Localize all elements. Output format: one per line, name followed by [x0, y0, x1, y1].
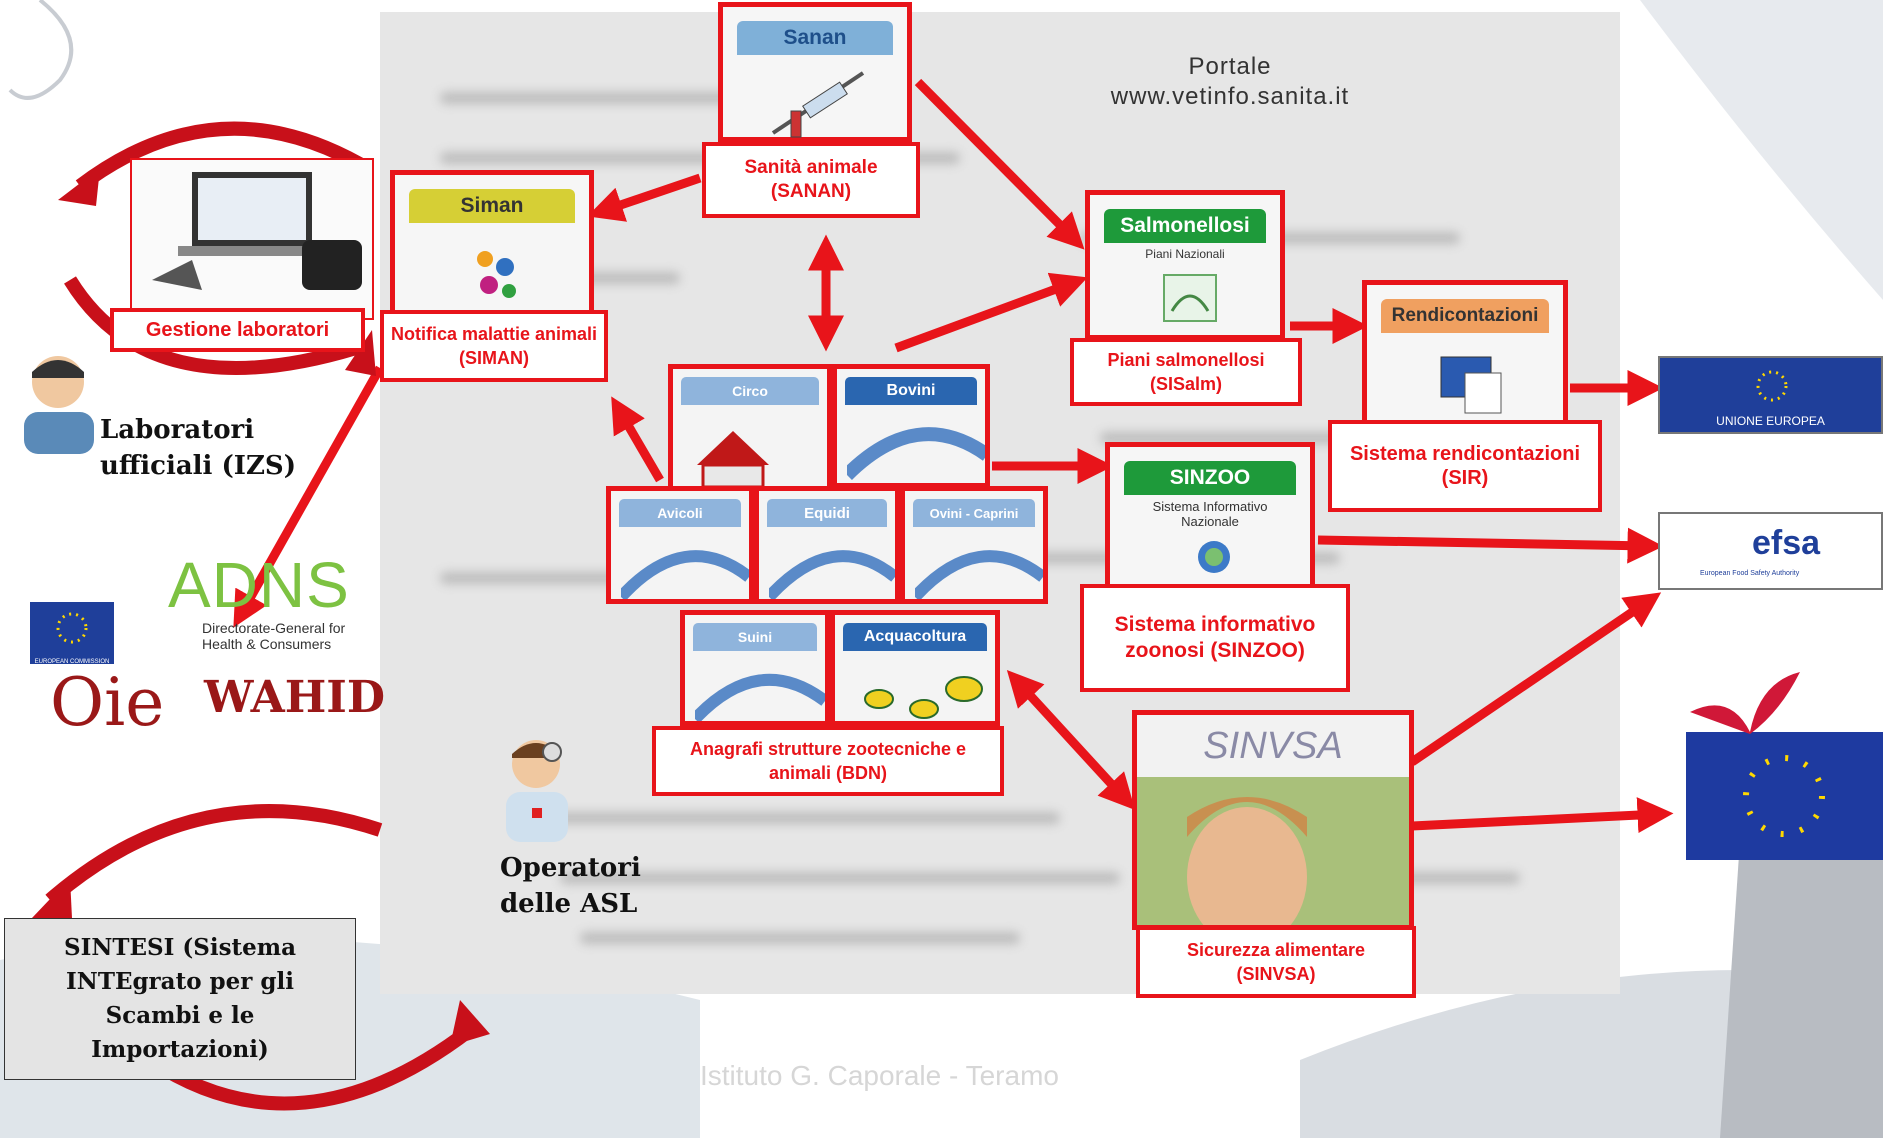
sanan-header: Sanan [737, 21, 893, 55]
bdn-tile-avicoli[interactable]: Avicoli [606, 486, 754, 604]
rendicontazioni-header: Rendicontazioni [1381, 299, 1549, 333]
sinvsa-app-tile[interactable]: SINVSA [1132, 710, 1414, 930]
tile-equidi-header: Equidi [767, 499, 887, 527]
circus-tent-icon [697, 431, 769, 489]
oie-logo: Oie [50, 664, 165, 741]
eu-circle-icon [1756, 370, 1788, 402]
cattle-icon [847, 427, 985, 480]
globe-icon [1198, 541, 1230, 573]
salmonellosi-app-tile[interactable]: Salmonellosi Piani Nazionali [1085, 190, 1285, 340]
arrow-sinvsa-bdn [1006, 670, 1136, 810]
eu-flag-stars-icon [1743, 755, 1825, 837]
salmonellosi-subheader: Piani Nazionali [1145, 247, 1225, 261]
adns-sub1: Directorate-General for [202, 620, 346, 636]
ec-logo: EUROPEAN COMMISSION [30, 602, 114, 665]
sanan-app-tile[interactable]: Sanan [718, 2, 912, 142]
tile-acquacoltura-header: Acquacoltura [843, 623, 987, 651]
salmonella-icon [1163, 274, 1217, 322]
poultry-icon [621, 550, 749, 599]
curved-arrow-sintesi-bottom [146, 1024, 475, 1111]
siman-header: Siman [409, 189, 575, 223]
red-ribbon-decoration [1690, 672, 1800, 734]
tile-circo-header: Circo [681, 377, 819, 405]
arrow-bdn-salmonellosi [894, 272, 1088, 353]
siman-label: Notifica malattie animali (SIMAN) [380, 310, 608, 382]
curved-arrow-bottom [64, 276, 359, 376]
ec-label: EUROPEAN COMMISSION [34, 659, 110, 665]
sintesi-label: SINTESI (Sistema INTEgrato per gli Scamb… [63, 934, 297, 1063]
portal-line1: Portale [1188, 53, 1272, 80]
ue-logo: UNIONE EUROPEA [1658, 356, 1883, 434]
adns-logo: ADNS [168, 549, 350, 621]
operators-label: Operatori delle ASL [500, 853, 641, 919]
child-photo [1137, 777, 1409, 925]
arrow-sinvsa-efsa [1409, 592, 1662, 766]
sinvsa-header: SINVSA [1137, 715, 1409, 777]
efsa-logo: efsa European Food Safety Authority [1658, 512, 1883, 590]
fish-icon [864, 676, 983, 719]
sintesi-box: SINTESI (Sistema INTEgrato per gli Scamb… [4, 918, 356, 1080]
sinvsa-label: Sicurezza alimentare (SINVSA) [1136, 926, 1416, 998]
sheep-goat-icon [915, 550, 1043, 599]
bdn-tile-equidi[interactable]: Equidi [754, 486, 900, 604]
bdn-label: Anagrafi strutture zootecniche e animali… [652, 726, 1004, 796]
efsa-sub: European Food Safety Authority [1700, 570, 1800, 577]
adns-sub2: Health & Consumers [202, 636, 332, 652]
salmonellosi-header: Salmonellosi [1104, 209, 1266, 243]
lab-photo [130, 158, 374, 320]
sinzoo-subheader: Sistema Informativo Nazionale [1152, 499, 1268, 529]
tile-bovini-header: Bovini [845, 377, 977, 405]
laptop-scanner-icon [152, 172, 362, 290]
bdn-tile-suini[interactable]: Suini [680, 610, 830, 726]
tile-suini-header: Suini [693, 623, 817, 651]
sinzoo-header: SINZOO [1124, 461, 1296, 495]
sanan-label: Sanità animale (SANAN) [702, 142, 920, 218]
document-report-icon [1440, 356, 1502, 414]
arrow-sinzoo-efsa [1317, 527, 1664, 564]
syringe-icon [771, 71, 865, 138]
eu-flag [1686, 732, 1883, 860]
arrow-sanan-siman [587, 173, 702, 222]
bdn-tile-bovini[interactable]: Bovini [832, 364, 990, 488]
portal-title: Portale www.vetinfo.sanita.it [1000, 52, 1460, 112]
siman-app-tile[interactable]: Siman [390, 170, 594, 320]
labs-label: Laboratori ufficiali (IZS) [100, 415, 297, 481]
wahid-logo: WAHID [204, 672, 386, 723]
rendicontazioni-label: Sistema rendicontazioni (SIR) [1328, 420, 1602, 512]
arrow-bdn-siman [611, 396, 664, 483]
efsa-label: efsa [1752, 524, 1821, 562]
tile-ovini-header: Ovini - Caprini [913, 499, 1035, 527]
pig-icon [695, 673, 825, 721]
bdn-tile-ovini-caprini[interactable]: Ovini - Caprini [900, 486, 1048, 604]
curved-arrow-sintesi-top [45, 804, 383, 906]
tile-avicoli-header: Avicoli [619, 499, 741, 527]
salmonellosi-label: Piani salmonellosi (SISalm) [1070, 338, 1302, 406]
animals-cluster-icon [477, 251, 516, 298]
portal-url: www.vetinfo.sanita.it [1110, 83, 1350, 110]
gestione-label: Gestione laboratori [110, 308, 365, 352]
rendicontazioni-app-tile[interactable]: Rendicontazioni [1362, 280, 1568, 430]
arrow-sanan-salmonellosi [914, 78, 1085, 250]
sinzoo-app-tile[interactable]: SINZOO Sistema Informativo Nazionale [1105, 442, 1315, 592]
footer-text: Istituto G. Caporale - Teramo [700, 1060, 1059, 1091]
bdn-tile-acquacoltura[interactable]: Acquacoltura [830, 610, 1000, 726]
arrow-siman-adns [233, 365, 384, 628]
horse-icon [769, 550, 895, 599]
asl-operator-icon [506, 740, 568, 842]
arrow-sinvsa-eu [1411, 797, 1674, 834]
bdn-tile-circo[interactable]: Circo [668, 364, 832, 494]
ue-label: UNIONE EUROPEA [1716, 414, 1825, 428]
eu-stars-icon [56, 612, 88, 644]
sinzoo-label: Sistema informativo zoonosi (SINZOO) [1080, 584, 1350, 692]
lab-operator-icon [24, 356, 94, 454]
curved-arrow-top [75, 121, 374, 192]
